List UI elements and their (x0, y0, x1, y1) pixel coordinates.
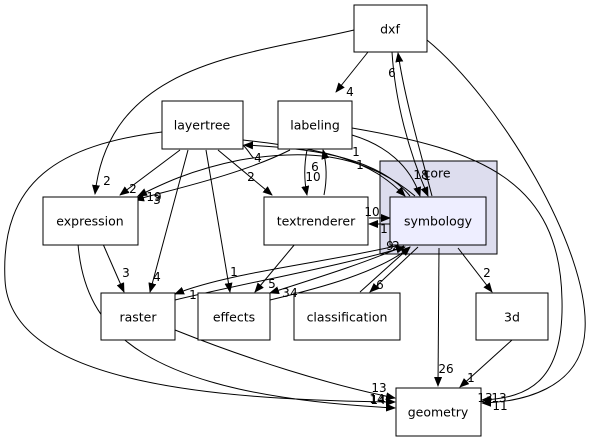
edge-label-symbology-effects: 3 (282, 286, 290, 300)
edge-layertree-textrenderer (217, 149, 273, 196)
edge-label-symbology-raster: 1 (189, 288, 197, 302)
edge-label-dxf-expression: 2 (103, 174, 111, 188)
edge-symbology-geometry (434, 247, 443, 387)
node-layertree-label: layertree (174, 118, 231, 133)
edge-label-expression-geometry: 14 (370, 393, 385, 407)
edge-label-symbology-expression: 19 (146, 190, 161, 204)
edge-label-textrenderer-symbology: 10 (364, 205, 379, 219)
edge-label-symbology-3d: 2 (483, 266, 491, 280)
edge-expression-geometry (77, 243, 396, 412)
edge-raster-geometry (174, 329, 396, 401)
node-geometry-label: geometry (408, 405, 469, 420)
node-labeling[interactable]: labeling (277, 100, 353, 150)
node-textrenderer-label: textrenderer (277, 214, 356, 229)
edge-label-dxf-geometry: 13 (491, 391, 506, 405)
edge-layertree-effects (205, 149, 233, 293)
edge-label-graph-geometry-bottom: 11 (492, 399, 507, 413)
edge-label-expression-raster: 3 (122, 266, 130, 280)
node-labeling-label: labeling (290, 118, 340, 133)
edge-labeling-symbology (351, 134, 422, 197)
edge-label-symbology-dxf: 1 (423, 169, 431, 183)
edge-symbology-3d (457, 247, 493, 293)
edge-symbology-expression (137, 154, 416, 197)
edge-label-symbology-textrenderer: 1 (380, 222, 388, 236)
edge-labeling-geometry (351, 127, 563, 404)
edge-layertree-raster (148, 149, 189, 293)
node-expression[interactable]: expression (42, 196, 139, 246)
node-expression-label: expression (56, 214, 123, 229)
edge-label-layertree-geometry: 14 (369, 392, 384, 406)
edge-label-labeling-expression: 3 (153, 193, 161, 207)
edge-label-raster-geometry: 13 (371, 381, 386, 395)
edge-dxf-labeling (335, 51, 369, 93)
edges (4, 29, 586, 412)
edge-layertree-expression (119, 149, 181, 196)
edge-symbology-raster (174, 244, 401, 295)
edge-expression-raster (102, 243, 125, 293)
edge-symbology-dxf (395, 52, 433, 197)
edge-label-raster-symbology: 9 (386, 239, 394, 253)
node-3d[interactable]: 3d (475, 292, 549, 341)
edge-label-symbology-classification: 2 (392, 239, 400, 253)
cluster-core-label: core (423, 166, 450, 181)
edge-label-labeling-textrenderer: 10 (305, 170, 320, 184)
node-geometry[interactable]: geometry (395, 387, 482, 437)
edge-label-layertree-expression: 2 (129, 182, 137, 196)
node-raster[interactable]: raster (100, 292, 176, 341)
edge-dxf-expression (92, 29, 355, 195)
edge-label-dxf-symbology: 6 (388, 66, 396, 80)
edge-classification-symbology (359, 246, 411, 293)
node-classification[interactable]: classification (293, 292, 401, 341)
edge-label-symbology-geometry: 26 (438, 362, 453, 376)
node-effects[interactable]: effects (197, 292, 271, 341)
edge-label-3d-geometry: 1 (467, 371, 475, 385)
node-layertree[interactable]: layertree (161, 100, 244, 150)
edge-label-classification-symbology: 6 (376, 278, 384, 292)
edge-label-labeling-symbology: 18 (413, 168, 428, 182)
node-classification-label: classification (307, 310, 388, 325)
edge-labeling-textrenderer (301, 149, 310, 196)
edge-label-layertree-raster: 4 (153, 270, 161, 284)
edge-symbology-layertree (243, 141, 411, 197)
edge-symbology-effects (269, 245, 405, 295)
edge-3d-geometry (459, 339, 513, 388)
node-symbology[interactable]: symbology (389, 196, 487, 246)
node-3d-label: 3d (504, 310, 520, 325)
edge-layertree-geometry (4, 131, 396, 406)
node-symbology-label: symbology (404, 214, 473, 229)
edge-labels: 4 6 1 2 13 18 3 10 6 13 4 1 1 2 2 4 1 14… (103, 66, 507, 413)
edge-label-layertree-textrenderer: 2 (247, 170, 255, 184)
edge-dxf-symbology (391, 51, 429, 197)
edge-label-textrenderer-effects: 5 (268, 277, 276, 291)
node-raster-label: raster (119, 310, 157, 325)
node-effects-label: effects (213, 310, 255, 325)
edge-label-dxf-labeling: 4 (346, 85, 354, 99)
edge-label-textrenderer-labeling: 6 (311, 160, 319, 174)
edge-label-layertree-labeling: 4 (254, 151, 262, 165)
edge-labeling-expression (134, 149, 291, 202)
edge-label-labeling-geometry: 13 (477, 391, 492, 405)
edge-label-effects-symbology: 4 (290, 286, 298, 300)
edge-layertree-labeling (242, 144, 255, 159)
edge-label-layertree-effects: 1 (230, 265, 238, 279)
edge-dxf-geometry (426, 39, 586, 407)
edge-textrenderer-effects (254, 243, 296, 293)
edge-symbology-classification (369, 246, 419, 293)
edge-label-layertree-symbology: 1 (356, 158, 364, 172)
edge-label-symbology-layertree: 1 (352, 145, 360, 159)
edge-effects-symbology (269, 246, 411, 301)
node-textrenderer[interactable]: textrenderer (263, 196, 369, 246)
node-dxf-label: dxf (380, 22, 400, 37)
node-dxf[interactable]: dxf (353, 4, 428, 53)
